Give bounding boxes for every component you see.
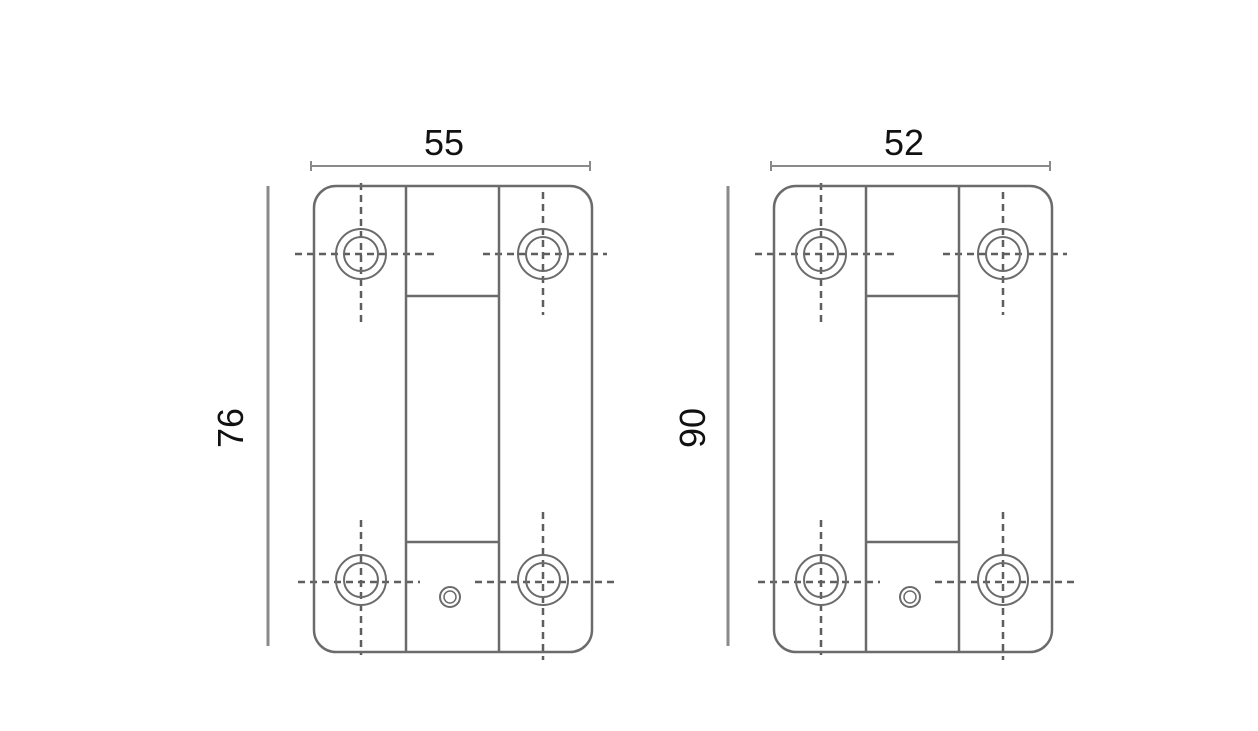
mounting-hole-outer: [335, 228, 387, 280]
plate-center-channel: [404, 186, 501, 652]
width-dimension-line: [770, 161, 1051, 171]
plate-center-channel: [864, 186, 961, 652]
mounting-hole-inner: [803, 236, 839, 272]
mounting-hole-inner: [985, 562, 1021, 598]
plate-right: 52 90: [672, 122, 1075, 660]
mounting-hole-outer: [335, 554, 387, 606]
height-dimension-label: 90: [672, 408, 713, 448]
plate-outline: [312, 184, 594, 654]
height-dimension-label: 76: [210, 408, 251, 448]
mounting-hole-outer: [795, 228, 847, 280]
mounting-hole-outer: [795, 554, 847, 606]
mounting-hole-outer: [977, 554, 1029, 606]
mounting-hole-inner: [525, 562, 561, 598]
mounting-hole-inner: [343, 562, 379, 598]
mounting-hole-outer: [517, 228, 569, 280]
small-hole-inner: [903, 590, 917, 604]
mounting-hole-inner: [985, 236, 1021, 272]
small-hole-outer: [899, 586, 921, 608]
mounting-hole-inner: [343, 236, 379, 272]
small-hole-inner: [443, 590, 457, 604]
plate-outline: [772, 184, 1054, 654]
plate-left: 55 76: [210, 122, 615, 660]
width-dimension-label: 55: [424, 122, 464, 163]
small-hole-outer: [439, 586, 461, 608]
mounting-hole-inner: [803, 562, 839, 598]
mounting-hole-inner: [525, 236, 561, 272]
width-dimension-label: 52: [884, 122, 924, 163]
mounting-hole-outer: [977, 228, 1029, 280]
width-dimension-line: [310, 161, 591, 171]
mounting-hole-outer: [517, 554, 569, 606]
